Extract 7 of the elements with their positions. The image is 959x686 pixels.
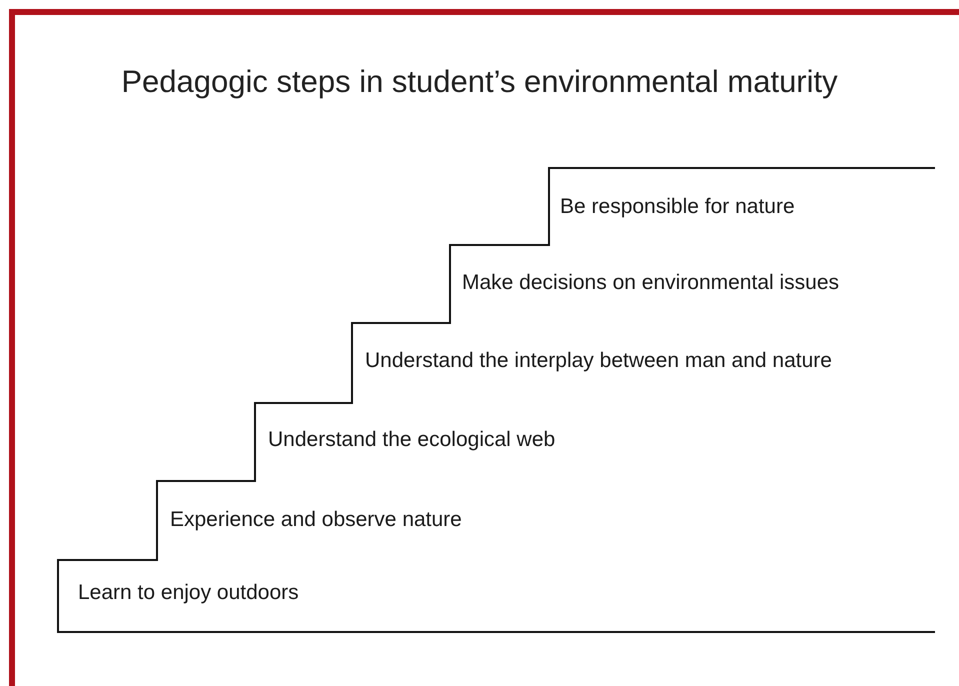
step-label: Learn to enjoy outdoors [78,581,299,605]
step-label: Understand the ecological web [268,428,556,452]
step-label: Experience and observe nature [170,508,462,532]
step-label: Understand the interplay between man and nature [365,349,832,373]
step-label: Be responsible for nature [560,195,795,219]
diagram-title: Pedagogic steps in student’s environmental maturity [120,64,839,100]
step-label: Make decisions on environmental issues [462,271,840,295]
